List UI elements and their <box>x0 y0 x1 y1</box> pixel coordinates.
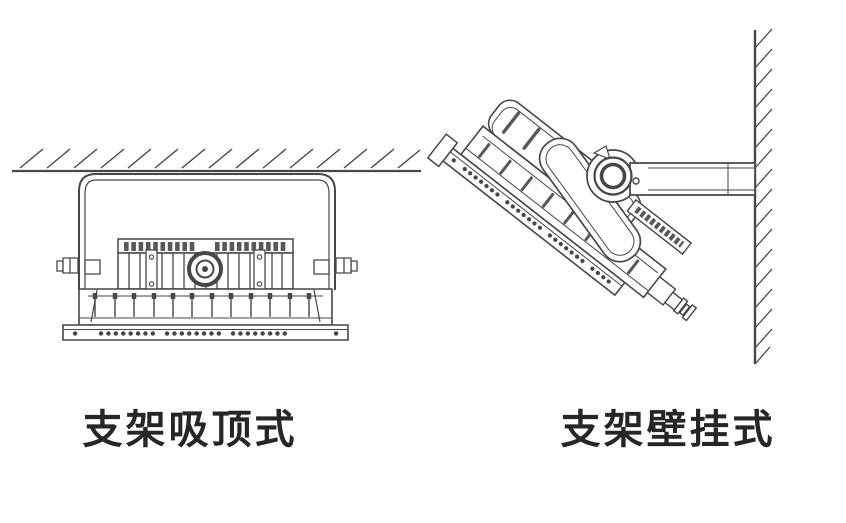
floodlight-front-view <box>63 239 348 340</box>
face-plate-holes-side <box>454 160 610 282</box>
cable-gland <box>647 277 697 322</box>
ceiling-mount-drawing <box>0 0 423 400</box>
wing-bolt-right <box>314 258 357 274</box>
wing-bolt-left <box>57 258 100 274</box>
ceiling-surface <box>12 149 421 171</box>
rib-pin-heads <box>95 293 309 299</box>
rib-pins <box>95 299 309 317</box>
figure-wall-mount <box>423 0 846 400</box>
wall-surface <box>755 29 772 364</box>
wall-hatch <box>755 29 772 364</box>
pivot-joint <box>595 158 640 195</box>
plate-end-block <box>428 134 458 166</box>
mounting-bracket <box>79 174 335 290</box>
figure-ceiling-mount <box>0 0 423 400</box>
caption-ceiling-mount: 支架吸顶式 <box>82 408 298 452</box>
ceiling-hatch <box>20 149 420 168</box>
caption-wall-mount: 支架壁挂式 <box>560 408 776 452</box>
heatsink-knob <box>189 253 221 285</box>
wall-mount-drawing <box>423 0 846 400</box>
